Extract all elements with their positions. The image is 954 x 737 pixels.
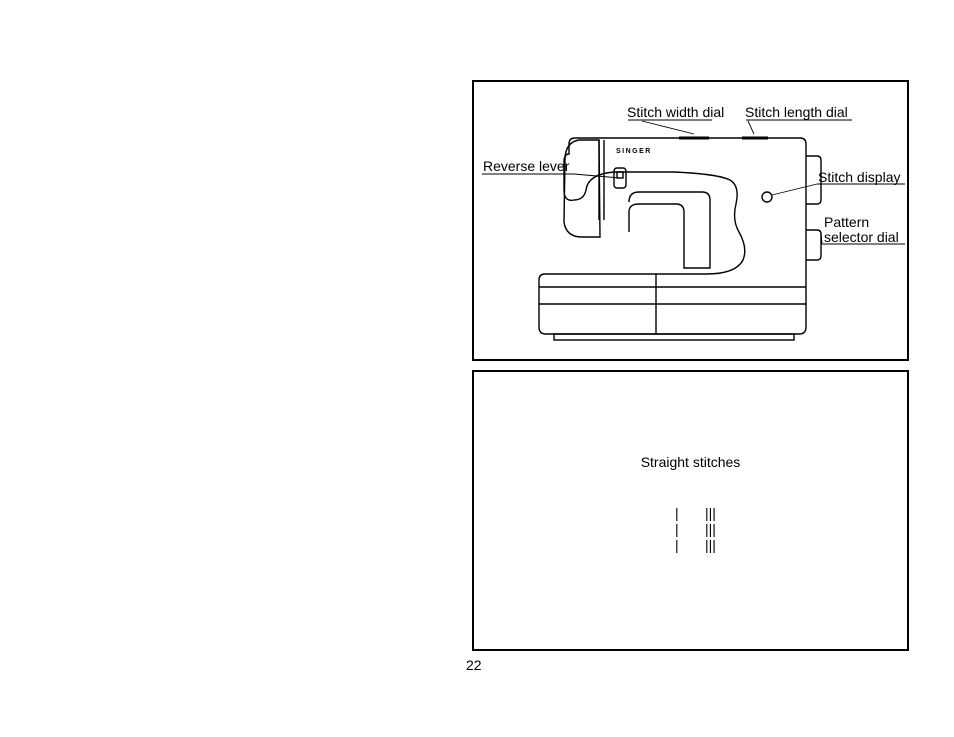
stitch-single-2: | [675,522,679,537]
straight-stitches-heading: Straight stitches [474,454,907,470]
pattern-selector-label-line2: selector dial [824,229,899,245]
brand-logo: SINGER [616,148,652,155]
stitch-triple-2: ||| [705,522,716,537]
stitch-length-dial-label: Stitch length dial [745,104,848,120]
stitch-triple-1: ||| [705,506,716,521]
stitch-display-label: Stitch display [818,169,900,185]
straight-stitches-panel: Straight stitches | ||| | ||| | ||| [472,370,909,651]
reverse-lever-label: Reverse lever [483,158,569,174]
machine-diagram-panel: SINGER Stitch width dial Stitch length d… [472,80,909,361]
stitch-single-3: | [675,538,679,553]
page-number: 22 [466,657,482,673]
stitch-width-dial-label: Stitch width dial [627,104,724,120]
stitch-triple-3: ||| [705,538,716,553]
pattern-selector-label-line1: Pattern [824,214,869,230]
stitch-single-1: | [675,506,679,521]
